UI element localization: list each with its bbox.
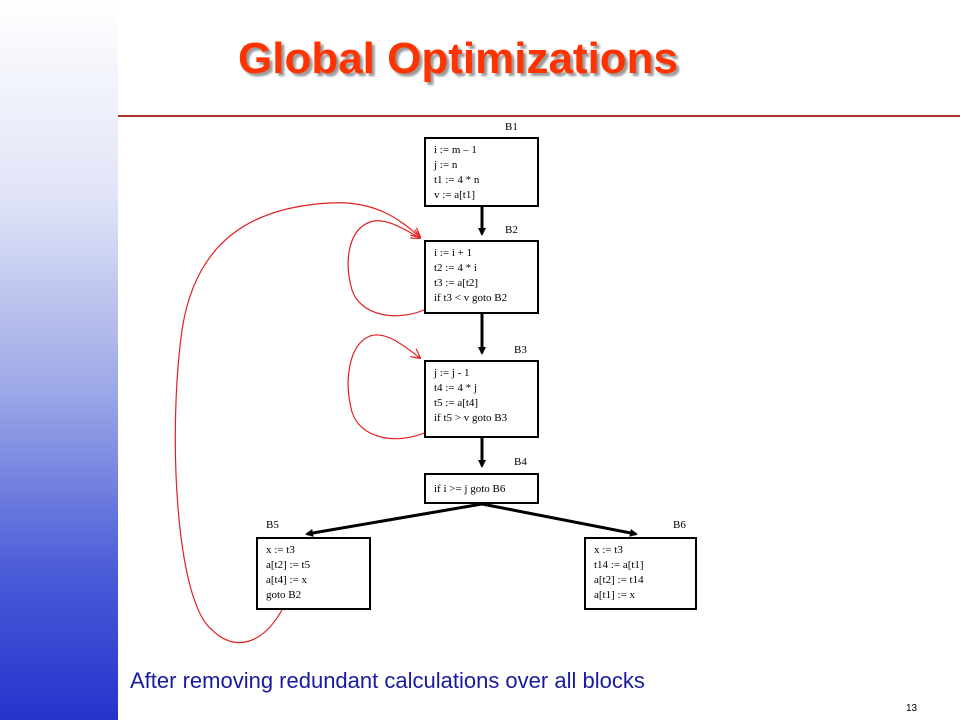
sidebar-gradient bbox=[0, 0, 118, 720]
code-line: t14 := a[t1] bbox=[594, 559, 644, 571]
code-line: a[t2] := t5 bbox=[266, 559, 311, 571]
code-line: t2 := 4 * i bbox=[434, 262, 477, 274]
code-line: if t5 > v goto B3 bbox=[434, 412, 508, 424]
edge-b4-b5 bbox=[305, 502, 483, 537]
code-line: j := n bbox=[434, 159, 458, 171]
slide-caption: After removing redundant calculations ov… bbox=[130, 668, 645, 693]
basic-block-b5: x := t3 a[t2] := t5 a[t4] := x goto B2 bbox=[256, 537, 371, 610]
block-label-b5: B5 bbox=[266, 519, 279, 531]
code-line: t3 := a[t2] bbox=[434, 277, 479, 289]
basic-block-b6: x := t3 t14 := a[t1] a[t2] := t14 a[t1] … bbox=[584, 537, 697, 610]
code-line: a[t4] := x bbox=[266, 574, 308, 586]
code-line: x := t3 bbox=[594, 544, 623, 556]
basic-block-b2: i := i + 1 t2 := 4 * i t3 := a[t2] if t3… bbox=[424, 240, 539, 314]
slide-title: Global Optimizations bbox=[238, 34, 679, 83]
back-edge-b5-b2 bbox=[174, 202, 420, 644]
code-line: t5 := a[t4] bbox=[434, 397, 479, 409]
code-line: t4 := 4 * j bbox=[434, 382, 477, 394]
code-line: i := i + 1 bbox=[434, 247, 473, 259]
code-line: if t3 < v goto B2 bbox=[434, 292, 508, 304]
back-edge-b2-b2 bbox=[347, 220, 425, 317]
code-line: t1 := 4 * n bbox=[434, 174, 480, 186]
code-line: v := a[t1] bbox=[434, 189, 476, 201]
code-line: if i >= j goto B6 bbox=[434, 483, 506, 495]
code-line: a[t1] := x bbox=[594, 589, 636, 601]
code-line: j := j - 1 bbox=[434, 367, 470, 379]
block-label-b3: B3 bbox=[514, 344, 527, 356]
block-label-b6: B6 bbox=[673, 519, 686, 531]
slide-number: 13 bbox=[906, 703, 918, 714]
block-label-b2: B2 bbox=[505, 224, 518, 236]
code-line: x := t3 bbox=[266, 544, 295, 556]
title-divider bbox=[118, 115, 960, 117]
basic-block-b1: i := m – 1 j := n t1 := 4 * n v := a[t1] bbox=[424, 137, 539, 207]
code-line: i := m – 1 bbox=[434, 144, 477, 156]
basic-block-b4: if i >= j goto B6 bbox=[424, 473, 539, 504]
code-line: goto B2 bbox=[266, 589, 302, 601]
block-label-b4: B4 bbox=[514, 456, 527, 468]
basic-block-b3: j := j - 1 t4 := 4 * j t5 := a[t4] if t5… bbox=[424, 360, 539, 438]
block-label-b1: B1 bbox=[505, 121, 518, 133]
code-line: a[t2] := t14 bbox=[594, 574, 644, 586]
back-edge-b3-b3 bbox=[347, 334, 425, 440]
edge-b4-b6 bbox=[481, 502, 638, 537]
